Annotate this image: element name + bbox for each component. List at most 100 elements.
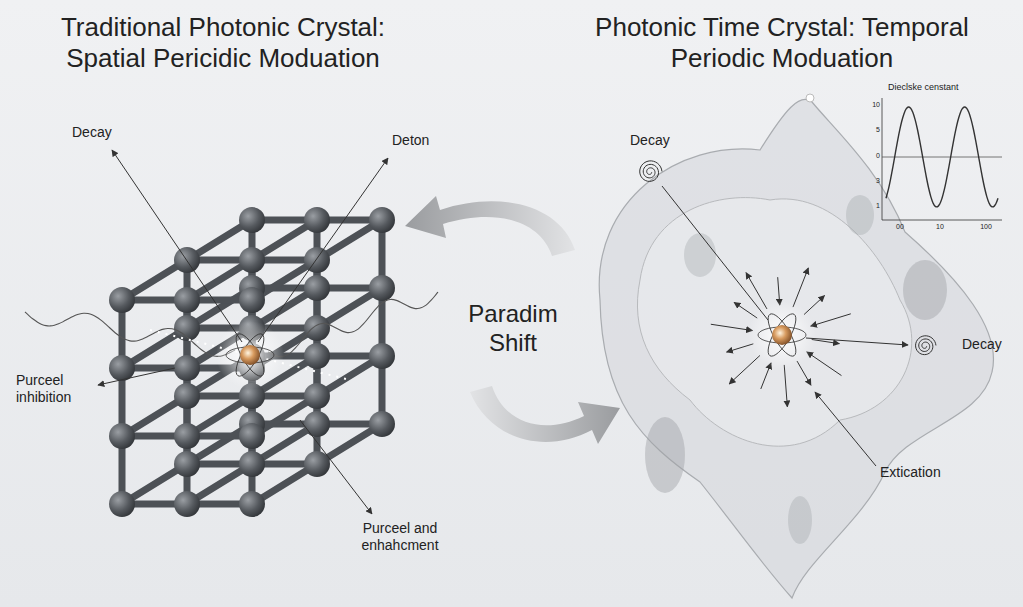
lattice-sphere: [304, 383, 330, 409]
axis-tick: 5: [866, 126, 880, 134]
emission-ray: [711, 324, 753, 330]
lattice-sphere: [174, 423, 200, 449]
decay-spiral: [916, 336, 936, 355]
leader-arrow: [98, 368, 175, 385]
lattice-sphere: [174, 383, 200, 409]
emission-ray: [746, 273, 767, 309]
plot-axis: [882, 220, 1002, 221]
lattice-sphere: [304, 315, 330, 341]
lattice-sphere: [239, 451, 265, 477]
leader-arrow: [815, 392, 876, 466]
emission-ray: [727, 344, 754, 352]
panel-title: Traditional Photonic Crystal: Spatial Pe…: [33, 12, 413, 74]
lattice-sphere: [174, 451, 200, 477]
axis-tick: 10: [930, 223, 950, 231]
decay-spiral: [640, 161, 662, 182]
photonic-lattice: [109, 207, 395, 517]
emission-ray: [804, 296, 825, 315]
plot-zero-line: [882, 157, 1002, 158]
axis-tick: 3: [866, 177, 880, 185]
lattice-sphere: [304, 275, 330, 301]
emission-ray: [807, 352, 842, 376]
nucleus: [240, 345, 260, 365]
axis-title: Dieclske censtant: [888, 82, 1003, 93]
medium-cavity: [645, 417, 685, 493]
orbit: [231, 330, 269, 380]
emission-ray: [778, 277, 780, 305]
lattice-sphere: [369, 411, 395, 437]
axis-tick: 1: [866, 202, 880, 210]
plot-axis: [882, 98, 883, 220]
callout-label: Deton: [392, 132, 452, 149]
leader-arrow: [806, 338, 908, 345]
medium-cavity: [846, 195, 874, 235]
plot-curve: [886, 107, 998, 207]
lattice-sphere: [304, 343, 330, 369]
medium-cavity: [788, 496, 812, 544]
leader-arrow: [258, 158, 388, 342]
permittivity-plot: [882, 98, 1002, 220]
axis-tick: 10: [866, 101, 880, 109]
medium-outline: [599, 99, 993, 598]
medium-cavity: [684, 233, 716, 277]
emission-ray: [797, 361, 811, 385]
axis-tick: 00: [890, 223, 910, 231]
callout-label: Decay: [630, 132, 690, 149]
lattice-sphere: [239, 423, 265, 449]
orbit: [231, 330, 269, 380]
emission-rays: [711, 268, 851, 407]
lattice-sphere: [369, 207, 395, 233]
atom: [216, 321, 284, 389]
emission-ray: [784, 365, 787, 407]
lattice-sphere: [174, 355, 200, 381]
lattice-sphere: [369, 275, 395, 301]
light-wave: [25, 312, 235, 356]
atom-glow: [748, 301, 816, 369]
orbit: [763, 310, 801, 360]
atom: [748, 301, 816, 369]
leader-arrow: [112, 150, 242, 342]
callout-label: Decay: [962, 336, 1014, 353]
lattice-sphere: [239, 247, 265, 273]
medium-fold: [637, 198, 911, 447]
emission-ray: [761, 363, 771, 389]
leader-line: [662, 186, 768, 320]
lattice-sphere: [109, 491, 135, 517]
callout-label: Purceel inhibition: [16, 372, 96, 406]
callout-label: Decay: [72, 124, 132, 141]
shift-arrow: [405, 196, 575, 256]
lattice-sphere: [239, 207, 265, 233]
lattice-sphere: [304, 247, 330, 273]
lattice-sphere: [304, 411, 330, 437]
lattice-sphere: [304, 451, 330, 477]
orbit: [763, 310, 801, 360]
lattice-sphere: [109, 287, 135, 313]
panel-title: Photonic Time Crystal: Temporal Periodic…: [592, 12, 972, 74]
lattice-sphere: [109, 423, 135, 449]
axis-tick: 0: [866, 152, 880, 160]
lattice-sphere: [239, 491, 265, 517]
emission-ray: [793, 268, 808, 307]
medium-tip: [806, 94, 814, 102]
nucleus: [772, 325, 792, 345]
emission-ray: [811, 314, 851, 326]
light-wave: [268, 292, 438, 357]
lattice-sphere: [239, 287, 265, 313]
lattice-sphere: [369, 343, 395, 369]
shift-arrow: [470, 386, 620, 444]
lattice-sphere: [304, 207, 330, 233]
emission-ray: [729, 355, 760, 384]
lattice-sphere: [174, 491, 200, 517]
lattice-sphere: [109, 355, 135, 381]
atom-glow: [216, 321, 284, 389]
callout-label: Purceel and enhahcment: [345, 520, 455, 554]
lattice-sphere: [174, 287, 200, 313]
callout-label: Extication: [880, 464, 960, 481]
time-crystal-medium: [599, 94, 993, 598]
leader-arrow: [300, 420, 372, 514]
medium-cavity: [903, 260, 947, 320]
center-caption: Paradim Shift: [448, 300, 578, 358]
axis-tick: 100: [975, 223, 997, 231]
